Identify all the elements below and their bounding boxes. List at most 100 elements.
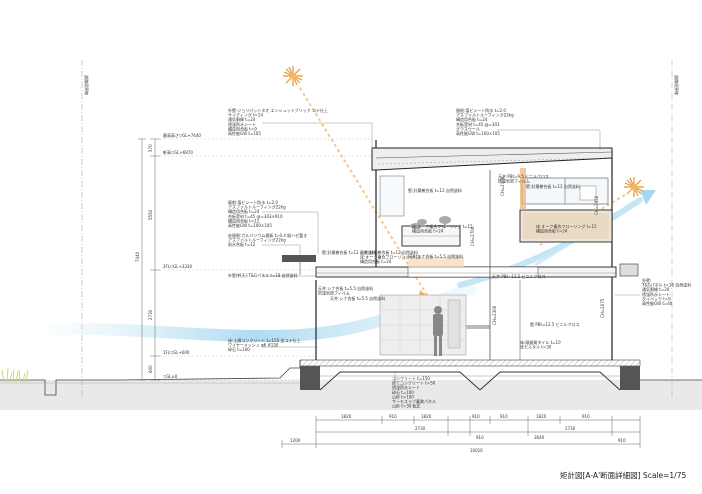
vdim-2730: 2730 (148, 309, 153, 320)
grass (1, 367, 29, 383)
note-floor2-line: 構造用合板 t=24 (536, 228, 568, 234)
dim-row1-a: 1820 (341, 414, 352, 419)
vdim-7440: 7440 (135, 251, 140, 262)
note-canopy: 庇屋根:ガルバリウム鋼板 t=0.4 縦ハゼ葺きアスファルトルーフィング22kg… (228, 232, 307, 247)
note-roof1-line: 高性能GW t=100×105 (228, 222, 272, 228)
note-ewall-line: タイベック t=9 (642, 295, 671, 301)
room-height-4: CH=2300 (492, 305, 497, 325)
note-wall1: 壁:針葉樹合板 t=12 自然塗料 (408, 187, 462, 193)
drawing-title: 矩計図[A-A'断面詳細図] Scale=1/75 (560, 470, 686, 480)
dim-row3-b: 10010 (470, 448, 483, 453)
note-found-line: 砕石 t=100 (228, 346, 250, 352)
dim-row1-b: 910 (389, 414, 397, 419)
note-roof2-line: 合板受材 t=45 @=303 (456, 121, 500, 127)
wall-highlight (520, 168, 526, 210)
note-ewall-line: T&Gパネル t=18 自然塗料 (641, 282, 691, 288)
note-ceil6: 天井:シナ合板 t=5.5 自然塗料 (330, 295, 385, 301)
note-slab-line: 砕石 t=100 (392, 389, 414, 395)
note-wall-line: 構造用合板 t=9 (228, 125, 257, 131)
sun-icon-right (624, 177, 644, 197)
note-wall2-line: 壁:針葉樹合板 t=12 自然塗料 (526, 183, 580, 189)
note-wall4-line: 壁:PBt=12.5 ビニルクロス (530, 321, 580, 327)
note-floor1-line: 構造用合板 t=24 (412, 228, 444, 234)
canopy (282, 255, 316, 275)
dim-row2-c: 3640 (534, 435, 545, 440)
note-ceil4-line: 天井:シナ合板 t=5.5 自然塗料 (318, 285, 373, 291)
mezzanine-right (519, 209, 613, 243)
sun-icon-left (283, 66, 303, 86)
note-slab-line: 透湿防水シート (392, 384, 420, 390)
note-canopy-line: アスファルトルーフィング22kg (228, 237, 286, 243)
leader-lines (262, 122, 640, 382)
balcony-right (619, 263, 639, 277)
note-wall2: 壁:針葉樹合板 t=12 自然塗料 (526, 183, 580, 189)
wind-arrow-head (640, 190, 656, 205)
ground-band (0, 380, 702, 410)
note-found-line: ワイヤーメッシュ φ6 #150 (228, 343, 279, 348)
note-roof1-line: 屋根:塩ビシート防水 t=2.0 (228, 199, 278, 205)
note-wall-line: 透湿防水シート (228, 121, 256, 127)
note-roof2-line: 屋根:塩ビシート防水 t=2.0 (456, 107, 506, 113)
note-roof1-line: 構造用合板 t=12 (228, 217, 260, 223)
vdim-570: 570 (148, 144, 153, 152)
note-ceil5-line: 天井:PBt=12.5 ビニルクロス (492, 273, 546, 279)
second-floor-slab (315, 266, 617, 278)
vdim-5550: 5550 (148, 209, 153, 220)
person-figure (433, 306, 443, 356)
note-ceil1-line: 防湿気密フィルム (498, 178, 530, 184)
level-1fl: 1FL▽GL+600 (163, 350, 190, 355)
note-roof1-line: 構造用合板 t=24 (228, 208, 260, 214)
note-ceil3-line: 天井:針葉樹合板 t=12 自然塗料 (360, 249, 418, 255)
note-eave: 外壁(軒天):T&Gパネル t=18 自然塗料 (228, 272, 298, 278)
note-roof2-line: 高性能GW t=100×105 (456, 130, 500, 136)
note-ceil4-line: 防湿気密フィルム (318, 290, 350, 296)
note-roof2-line: アスファルトルーフィング22kg (456, 112, 514, 118)
dim-row1-g: 910 (582, 414, 590, 419)
note-slab-line: サーモスラブ蓄熱パネル (392, 398, 436, 404)
note-roof1-line: 合板受材 t=45 @=303×910 (228, 213, 283, 219)
note-wall-line: サイディング t=14 (228, 112, 263, 118)
room-height-2: CH=2700 (470, 226, 475, 246)
note-floor1-line: 床:オーク複合フローリング t=15 (412, 223, 473, 229)
dim-row2-a: 2730 (415, 426, 426, 431)
room-height-3: CH=2950 (594, 195, 599, 215)
room-height-1: CH=2100 (500, 176, 505, 196)
note-canopy-line: 耐水合板 t=12 (228, 241, 256, 247)
note-ceil3-line: 床:オーク複合フローリング t=15 (360, 254, 421, 260)
level-max: 最高高さ▽GL+7440 (163, 132, 201, 138)
dim-row2-d: 2730 (565, 426, 576, 431)
note-ceil6-line: 天井:シナ合板 t=5.5 自然塗料 (330, 295, 385, 301)
note-ceil2-line: 天井:シナ合板 t=5.5 自然塗料 (408, 253, 463, 259)
plant-left (410, 219, 427, 229)
level-roof: 軒高▽GL+6870 (163, 149, 193, 155)
window-upper-left (379, 175, 405, 217)
note-eave-line: 外壁(軒天):T&Gパネル t=18 自然塗料 (228, 272, 298, 278)
room-height-5: CH=2075 (600, 298, 605, 318)
note-floor3-line: 床:磁器質タイル t=10 (520, 339, 561, 345)
note-found-line: 床:土間コンクリート t=150 金コテ仕上 (228, 337, 300, 343)
dim-row1-c: 1820 (421, 414, 432, 419)
horizontal-dimension-chain (282, 419, 640, 445)
dim-row3-c: 910 (618, 438, 626, 443)
dim-row2-b: 910 (476, 435, 484, 440)
note-slab-line: 山砂 t=100 (392, 393, 414, 399)
level-2fl: 2FL▽GL+3330 (163, 264, 192, 269)
note-wall-line: 高性能GW t=105 (228, 130, 261, 136)
dim-row3-a: 1200 (290, 438, 301, 443)
dim-row1-e: 910 (500, 414, 508, 419)
note-wall3: 壁:針葉樹合板 t=12 自然塗料 (322, 249, 376, 255)
note-wall-line: 外壁:ジョリパットネオ エンシュットブリック コテ仕上 (228, 107, 328, 113)
interior-first-floor (379, 294, 490, 356)
vdim-600: 600 (148, 365, 153, 373)
note-wall3-line: 壁:針葉樹合板 t=12 自然塗料 (322, 249, 376, 255)
note-wall1-line: 壁:針葉樹合板 t=12 自然塗料 (408, 187, 462, 193)
